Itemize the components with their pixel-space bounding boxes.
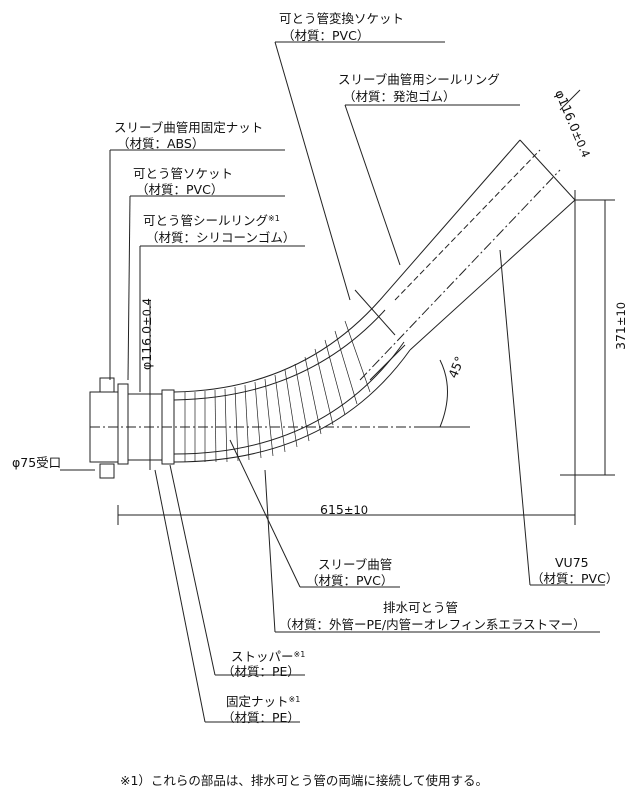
receiver-label: φ75受口: [12, 455, 62, 470]
flex-socket-material: （材質：PVC）: [282, 28, 370, 43]
stopper-label: ストッパー※1: [231, 649, 306, 664]
fix-nut-label: 固定ナット※1: [226, 694, 301, 709]
footnote: ※1）これらの部品は、排水可とう管の両端に接続して使用する。: [120, 773, 489, 788]
fix-nut-note: ※1: [288, 695, 301, 704]
bend-outer-line: [173, 299, 381, 393]
flex-pipe-socket-label: 可とう管ソケット: [133, 166, 234, 181]
flex-socket-label: 可とう管変換ソケット: [279, 11, 405, 26]
dia-left-label: φ116.0±0.4: [139, 298, 154, 370]
flex-seal-material: （材質：シリコーンゴム）: [146, 230, 296, 245]
sleeve-bend-label: スリーブ曲管: [318, 557, 393, 572]
stopper-note: ※1: [293, 650, 306, 659]
sleeve-bend-material: （材質：PVC）: [306, 573, 394, 588]
sleeve-seal-material: （材質：発泡ゴム）: [343, 89, 456, 104]
vu75-label: VU75: [555, 555, 589, 570]
height-label: 371±10: [613, 301, 628, 350]
flex-seal-note: ※1: [268, 214, 280, 223]
width-label: 615±10: [320, 502, 369, 518]
flex-pipe-socket-material: （材質：PVC）: [136, 182, 224, 197]
sleeve-upper: [379, 139, 521, 301]
vu75-material: （材質：PVC）: [531, 571, 619, 586]
fix-nut-material: （材質：PE）: [222, 710, 300, 725]
stopper-material: （材質：PE）: [222, 664, 300, 679]
bend-inner-line: [173, 349, 411, 463]
sleeve-lower: [409, 199, 576, 351]
drain-flex-label: 排水可とう管: [383, 600, 459, 615]
flex-seal-label: 可とう管シールリング※1: [143, 213, 280, 228]
sleeve-nut-label: スリーブ曲管用固定ナット: [114, 120, 264, 135]
sleeve-seal-label: スリーブ曲管用シールリング: [338, 72, 500, 87]
sleeve-nut-bottom: [99, 463, 115, 479]
sleeve-nut-top: [99, 377, 115, 393]
sleeve-nut-material: （材質：ABS）: [117, 136, 205, 151]
flex-socket-body: [117, 383, 129, 465]
drain-flex-material: （材質：外管ーPE/内管ーオレフィン系エラストマー）: [279, 617, 586, 632]
